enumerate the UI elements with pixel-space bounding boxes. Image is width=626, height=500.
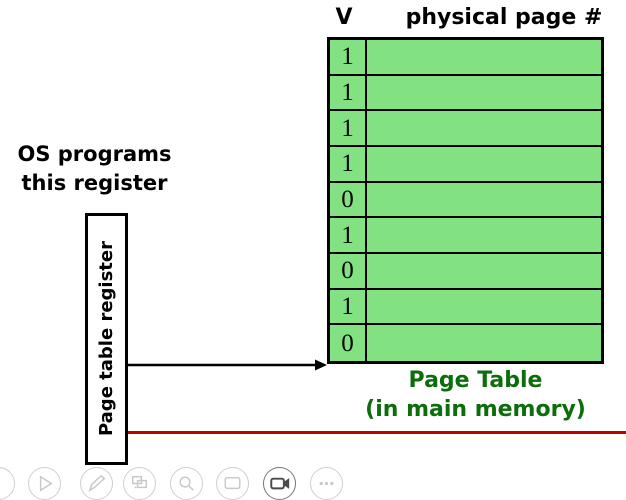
valid-bit-cell: 1 [330,75,367,110]
physical-page-cell [367,76,601,110]
physical-page-cell [367,111,601,145]
table-row: 1 [330,40,601,76]
camera-icon [270,477,290,490]
more-options-icon [319,481,334,486]
valid-bit-cell: 1 [330,40,367,74]
physical-page-cell [367,254,601,288]
physical-page-cell [367,325,601,361]
table-row: 1 [330,147,601,183]
caption-line1: Page Table [408,368,543,393]
display-button[interactable] [216,467,249,500]
physical-page-cell [367,40,601,74]
camera-button[interactable] [263,467,296,500]
table-row: 1 [330,218,601,254]
previous-slide-icon [0,468,14,499]
physical-page-cell [367,147,601,181]
zoom-icon [179,476,194,491]
previous-slide-button[interactable] [0,467,15,500]
play-icon [39,475,53,492]
physical-page-cell [367,290,601,324]
table-row: 0 [330,182,601,219]
valid-bit-cell: 0 [330,182,367,217]
register-to-table-arrow-icon [128,359,327,371]
table-row: 0 [330,325,601,361]
table-row: 1 [330,111,601,147]
physical-page-cell [367,218,601,252]
valid-bit-cell: 1 [330,147,367,181]
valid-bit-column-header: V [335,5,353,30]
valid-bit-cell: 0 [330,325,367,361]
slides-icon [131,475,148,489]
display-icon [224,476,241,490]
valid-bit-cell: 1 [330,111,367,145]
page-table: 1 1 1 1 0 1 0 1 0 [327,37,604,364]
table-row: 1 [330,289,601,326]
physical-page-cell [367,183,601,217]
slide-canvas: { "table": { "header": { "v_label": "V",… [0,5,626,500]
page-table-register-box: Page table register [85,213,128,465]
table-row: 0 [330,254,601,290]
valid-bit-cell: 0 [330,254,367,288]
os-programs-note: OS programs this register [2,140,187,197]
os-note-line1: OS programs [17,142,172,166]
physical-page-column-header: physical page # [405,5,603,30]
page-table-register-label: Page table register [96,241,117,437]
table-row: 1 [330,75,601,112]
play-button[interactable] [28,467,61,500]
zoom-button[interactable] [170,467,203,500]
page-table-caption: Page Table (in main memory) [337,366,614,424]
more-options-button[interactable] [310,467,343,500]
caption-line2: (in main memory) [365,397,586,423]
red-divider-line [127,431,626,434]
valid-bit-cell: 1 [330,218,367,252]
valid-bit-cell: 1 [330,289,367,324]
pen-button[interactable] [80,467,113,500]
pen-icon [88,474,106,492]
os-note-line2: this register [21,170,168,195]
slides-button[interactable] [123,467,156,500]
